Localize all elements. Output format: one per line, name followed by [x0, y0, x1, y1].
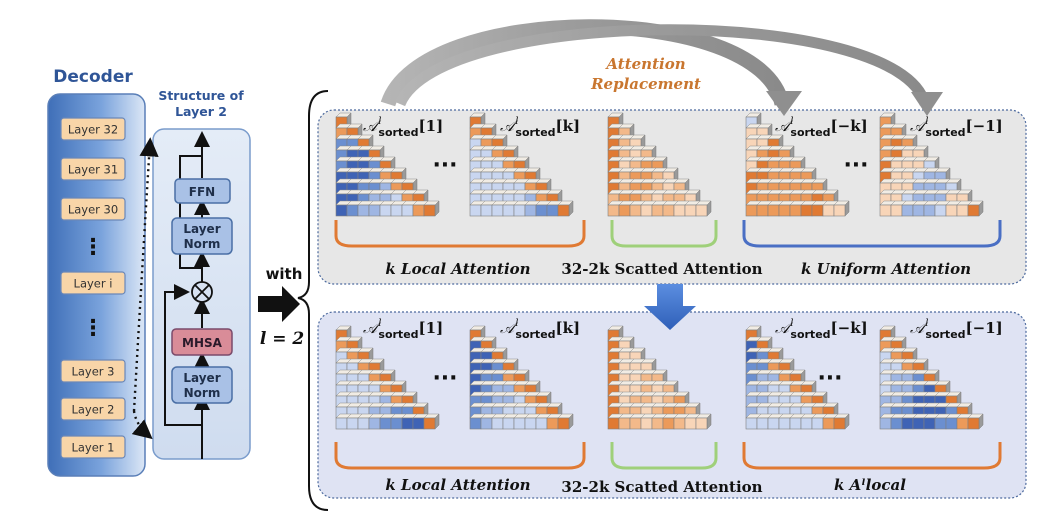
bottom-group-label-local: k Local Attention [385, 476, 530, 494]
ffn-block [174, 178, 231, 204]
bottom-attention-matrix [879, 325, 984, 430]
layer-norm-top-block [171, 217, 233, 255]
replacement-label-line1: Attention [604, 55, 685, 73]
top-group-label-uniform: k Uniform Attention [801, 260, 971, 278]
with-label: with [266, 265, 303, 283]
decoder-layer-box [60, 271, 126, 295]
bottom-attention-matrix [607, 325, 712, 430]
bottom-ellipsis-local: ··· [432, 366, 457, 391]
bottom-brace-local-replaced [742, 442, 1002, 470]
top-ellipsis-local: ··· [432, 153, 457, 178]
decoder-layer-label: Layer 1 [71, 441, 114, 455]
top-attention-matrix [335, 112, 440, 217]
decoder-ellipsis: ⋮ [82, 235, 104, 260]
decoder-layer-box [60, 435, 126, 459]
top-group-label-local: k Local Attention [385, 260, 530, 278]
top-attention-matrix [879, 112, 984, 217]
layer-norm-bottom-label-1: Layer [183, 371, 220, 385]
decoder-layer-box [60, 397, 126, 421]
bottom-attention-matrix [335, 325, 440, 430]
layer-norm-top-label-2: Norm [184, 237, 221, 251]
layer-norm-bottom-label-2: Norm [184, 386, 221, 400]
decoder-ellipsis: ⋮ [82, 316, 104, 341]
decoder-layer-box [60, 117, 126, 141]
top-ellipsis-uniform: ··· [843, 153, 868, 178]
replacement-label-line2: Replacement [590, 75, 701, 93]
structure-title-line1: Structure of [158, 88, 244, 103]
layer-norm-top-label-1: Layer [183, 222, 220, 236]
top-attention-matrix [607, 112, 712, 217]
top-attention-matrix [745, 112, 850, 217]
decoder-layer-box [60, 157, 126, 181]
bottom-brace-local [334, 442, 586, 470]
bottom-brace-scatted [610, 442, 718, 470]
decoder-layer-label: Layer 30 [68, 203, 118, 217]
down-arrow-icon [644, 284, 696, 330]
decoder-layer-label: Layer i [74, 277, 113, 291]
decoder-layer-label: Layer 31 [68, 163, 118, 177]
mhsa-label: MHSA [182, 336, 223, 350]
decoder-layer-label: Layer 2 [71, 403, 114, 417]
decoder-layer-box [60, 359, 126, 383]
decoder-layer-label: Layer 32 [68, 123, 118, 137]
layer-norm-bottom-block [171, 366, 233, 404]
top-brace-uniform [742, 220, 1002, 248]
decoder-title: Decoder [53, 67, 133, 87]
bottom-attention-matrix [745, 325, 850, 430]
top-brace-scatted [610, 220, 718, 248]
bottom-group-label-scatted: 32-2k Scatted Attention [561, 478, 762, 496]
top-group-label-scatted: 32-2k Scatted Attention [561, 260, 762, 278]
right-arrow-icon [258, 286, 300, 322]
mhsa-block [171, 328, 233, 356]
structure-title-line2: Layer 2 [175, 104, 227, 119]
decoder-layer-box [60, 197, 126, 221]
grouping-brace [297, 90, 329, 511]
top-brace-local [334, 220, 586, 248]
l-equals-label: l = 2 [260, 329, 305, 349]
top-attention-matrix [469, 112, 574, 217]
multiply-icon [191, 281, 213, 303]
ffn-label: FFN [189, 185, 215, 199]
bottom-ellipsis-uniform: ··· [817, 366, 842, 391]
decoder-layer-label: Layer 3 [71, 365, 114, 379]
curved-arrow-icon [380, 19, 943, 116]
bottom-group-label-alocal: k Aˡlocal [834, 476, 906, 494]
bottom-attention-matrix [469, 325, 574, 430]
